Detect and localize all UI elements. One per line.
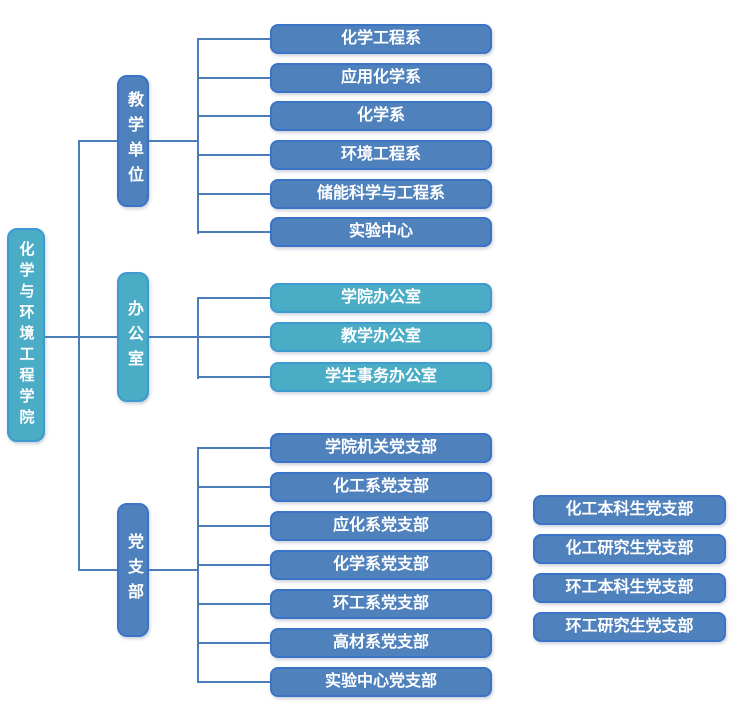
connector-stub-teaching-units bbox=[78, 140, 117, 142]
org-node-materials-party-branch: 高材系党支部 bbox=[270, 628, 492, 658]
org-node-college: 化学与环境工程学院 bbox=[7, 228, 45, 442]
org-node-appchem-party-branch: 应化系党支部 bbox=[270, 511, 492, 541]
org-node-chemeng-undergrad-party-branch: 化工本科生党支部 bbox=[533, 495, 726, 525]
connector-stub-party-branches bbox=[78, 569, 117, 571]
connector-stub-env-eng-dept bbox=[197, 154, 270, 156]
org-node-teaching-office: 教学办公室 bbox=[270, 322, 492, 352]
connector-stub-energy-storage-dept bbox=[197, 193, 270, 195]
org-node-env-eng-dept: 环境工程系 bbox=[270, 140, 492, 170]
connector-root-horizontal bbox=[45, 336, 117, 338]
org-node-college-org-party-branch: 学院机关党支部 bbox=[270, 433, 492, 463]
org-node-experiment-center: 实验中心 bbox=[270, 217, 492, 247]
connector-stub-college-org-branch bbox=[197, 447, 270, 449]
org-node-chemeng-party-branch: 化工系党支部 bbox=[270, 472, 492, 502]
org-node-offices: 办公室 bbox=[117, 272, 149, 402]
org-node-enveng-party-branch: 环工系党支部 bbox=[270, 589, 492, 619]
org-node-party-branches: 党支部 bbox=[117, 503, 149, 637]
org-node-college-office: 学院办公室 bbox=[270, 283, 492, 313]
connector-offices-out bbox=[149, 336, 198, 338]
connector-stub-college-office bbox=[197, 297, 270, 299]
org-node-chem-eng-dept: 化学工程系 bbox=[270, 24, 492, 54]
connector-teaching-units-spine bbox=[197, 38, 199, 234]
connector-party-branches-out bbox=[149, 569, 198, 571]
connector-stub-teaching-office bbox=[197, 336, 270, 338]
connector-offices-spine bbox=[197, 297, 199, 379]
org-node-chemistry-dept: 化学系 bbox=[270, 101, 492, 131]
connector-stub-enveng-branch bbox=[197, 603, 270, 605]
connector-stub-chem-branch bbox=[197, 564, 270, 566]
connector-stub-applied-chem-dept bbox=[197, 77, 270, 79]
connector-stub-appchem-branch bbox=[197, 525, 270, 527]
connector-teaching-units-out bbox=[149, 140, 198, 142]
org-node-student-affairs-office: 学生事务办公室 bbox=[270, 362, 492, 392]
connector-stub-materials-branch bbox=[197, 642, 270, 644]
org-node-chem-party-branch: 化学系党支部 bbox=[270, 550, 492, 580]
org-node-teaching-units: 教学单位 bbox=[117, 75, 149, 207]
org-node-applied-chem-dept: 应用化学系 bbox=[270, 63, 492, 93]
connector-stub-chemistry-dept bbox=[197, 115, 270, 117]
connector-stub-student-affairs-office bbox=[197, 376, 270, 378]
connector-stub-experiment-center bbox=[197, 231, 270, 233]
connector-stub-chem-eng-dept bbox=[197, 38, 270, 40]
org-node-enveng-grad-party-branch: 环工研究生党支部 bbox=[533, 612, 726, 642]
org-node-chemeng-grad-party-branch: 化工研究生党支部 bbox=[533, 534, 726, 564]
connector-stub-chemeng-branch bbox=[197, 486, 270, 488]
connector-stub-expcenter-branch bbox=[197, 681, 270, 683]
org-node-enveng-undergrad-party-branch: 环工本科生党支部 bbox=[533, 573, 726, 603]
connector-level1-spine bbox=[78, 140, 80, 571]
org-node-energy-storage-dept: 储能科学与工程系 bbox=[270, 179, 492, 209]
org-node-expcenter-party-branch: 实验中心党支部 bbox=[270, 667, 492, 697]
